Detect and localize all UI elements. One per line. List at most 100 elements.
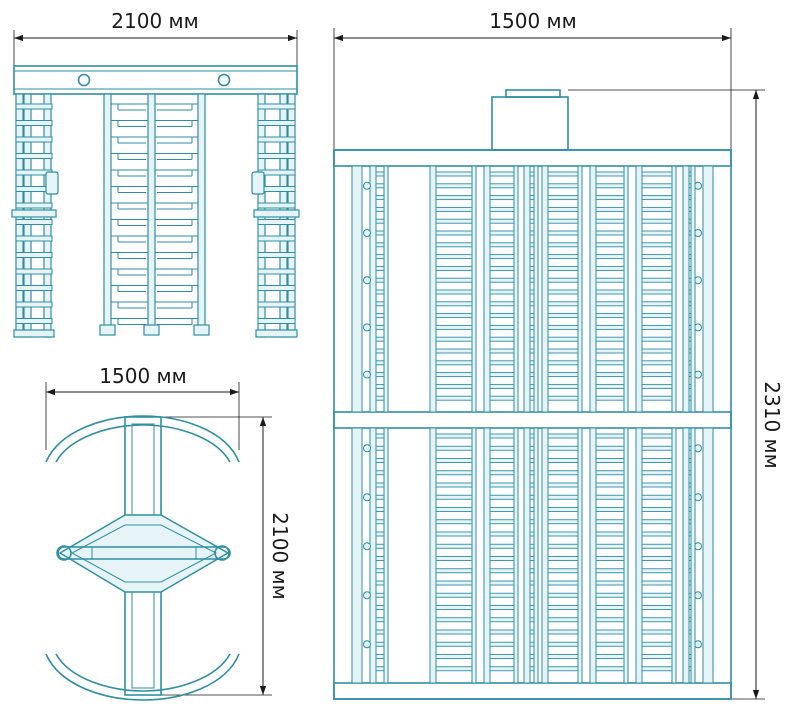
column-bar	[547, 254, 583, 260]
top-upper-arc-inner	[55, 424, 231, 463]
column-bar	[595, 372, 629, 378]
column-bar	[641, 324, 677, 330]
column-bar	[595, 629, 629, 635]
rotor-shaft	[197, 93, 206, 331]
column-bar	[547, 206, 583, 212]
rotor-bar-end	[117, 120, 193, 127]
bar-knob	[694, 181, 702, 190]
column-bar	[595, 494, 629, 500]
fence-bar	[15, 268, 53, 275]
column-bar	[547, 556, 583, 561]
fence-rail	[11, 209, 57, 218]
fence-bar	[257, 285, 296, 291]
bar-knob	[363, 276, 371, 285]
column-bar	[435, 313, 477, 319]
column-bar	[547, 277, 583, 283]
column-bar	[435, 531, 477, 537]
side-bottom-beam	[333, 682, 732, 700]
bar-knob	[694, 640, 702, 649]
column-bar	[435, 195, 477, 201]
top-upper-arc	[45, 415, 240, 463]
top-depth-dimension: 2100 мм	[150, 416, 292, 696]
column-post	[577, 427, 583, 684]
fence-bar	[15, 252, 53, 258]
column-bar	[435, 605, 477, 610]
column-post	[369, 427, 377, 684]
column-bar	[641, 289, 677, 295]
column-bar	[641, 641, 677, 647]
column-bar	[595, 470, 629, 476]
column-bar	[547, 183, 583, 189]
column-bar	[641, 629, 677, 635]
column-bar	[547, 313, 583, 319]
column-bar	[641, 360, 677, 366]
top-lower-arc	[45, 653, 240, 701]
column-post	[523, 165, 531, 413]
side-drive-box	[491, 96, 569, 151]
column-bar	[595, 242, 629, 248]
column-bar	[595, 313, 629, 319]
column-bar	[547, 360, 583, 366]
fence-bar	[15, 301, 53, 308]
column-bar	[435, 230, 477, 236]
column-bar	[547, 592, 583, 598]
column-bar	[547, 494, 583, 500]
fence-bar	[257, 120, 296, 126]
column-bar	[435, 395, 477, 401]
side-frame	[333, 149, 732, 700]
column-bar	[435, 383, 477, 389]
side-post	[702, 165, 714, 413]
column-bar	[435, 617, 477, 623]
column-post	[429, 165, 437, 413]
column-bar	[435, 580, 477, 586]
column-bar	[547, 324, 583, 330]
column-bar	[595, 556, 629, 561]
column-bar	[641, 171, 677, 177]
column-bar	[547, 171, 583, 177]
column-bar	[641, 218, 677, 224]
bar-knob	[363, 229, 371, 237]
rotor-shaft	[103, 93, 112, 331]
column-post	[541, 165, 549, 413]
column-bar	[547, 242, 583, 248]
column-bar	[547, 654, 583, 659]
column-bar	[435, 242, 477, 248]
column-bar	[595, 289, 629, 295]
column-bar	[435, 324, 477, 330]
column-post	[483, 165, 491, 413]
column-post	[541, 427, 549, 684]
column-bar	[595, 445, 629, 451]
column-bar	[641, 470, 677, 476]
column-bar	[435, 629, 477, 635]
side-post	[351, 427, 363, 684]
column-bar	[435, 507, 477, 512]
column-bar	[547, 507, 583, 512]
rotor-bar-end	[117, 170, 193, 176]
fence-base	[255, 329, 298, 338]
column-bar	[641, 336, 677, 342]
column-bar	[547, 230, 583, 236]
fence-bar	[257, 252, 296, 258]
column-bar	[547, 372, 583, 378]
column-bar	[435, 336, 477, 342]
lock-box	[251, 171, 265, 195]
column-bar	[595, 531, 629, 537]
column-bar	[595, 336, 629, 342]
column-bar	[641, 494, 677, 500]
bar-knob	[363, 542, 371, 551]
column-bar	[435, 218, 477, 224]
fence-bar	[15, 153, 53, 159]
column-bar	[641, 265, 677, 271]
top-depth-label: 2100 мм	[268, 512, 292, 599]
column-bar	[547, 470, 583, 476]
fence-bar	[257, 103, 296, 110]
fence-bar	[257, 202, 296, 209]
column-post	[513, 427, 519, 684]
column-bar	[641, 556, 677, 561]
column-bar	[641, 617, 677, 623]
column-bar	[641, 666, 677, 672]
fence-bar	[15, 318, 53, 324]
column-bar	[547, 580, 583, 586]
side-post	[351, 165, 363, 413]
